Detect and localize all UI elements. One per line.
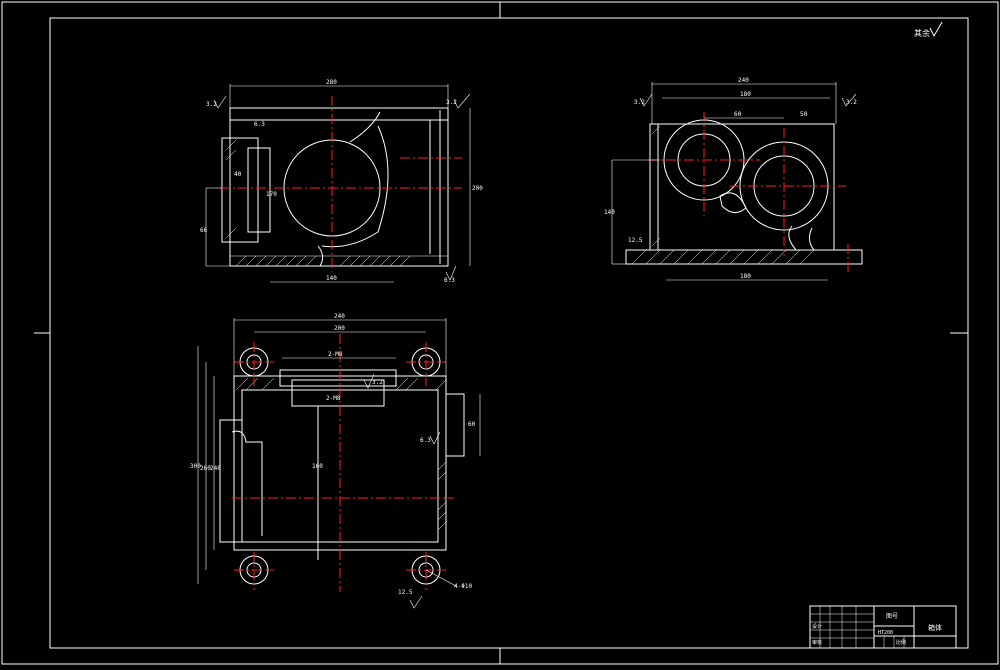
front-base-hatch-zone — [229, 255, 449, 267]
title-code: 图号 — [886, 613, 898, 620]
top-inner-width-dim: 200 — [334, 325, 345, 332]
front-view: 280 200 140 66 40 170 3.2 3.2 6.3 6.3 — [200, 79, 483, 284]
roughness-icon — [453, 93, 471, 109]
side-outline — [649, 123, 835, 251]
side-inner-width-dim: 180 — [740, 91, 751, 98]
top-hole-label-top: 2-M8 — [328, 351, 343, 358]
front-roughness-top-right: 3.2 — [446, 99, 457, 106]
top-height-mid-dim: 260 — [200, 465, 211, 472]
title-block-grid — [810, 606, 905, 648]
top-hole-label-inner: 2-M8 — [326, 395, 341, 402]
front-inner-depth-dim: 40 — [234, 171, 242, 178]
front-web-contour — [321, 111, 389, 248]
top-wall-hatch — [235, 377, 447, 531]
top-height-outer-dim: 300 — [190, 463, 201, 470]
roughness-check-icon — [929, 21, 943, 38]
title-block-frame — [809, 605, 957, 649]
front-base-hatch — [225, 139, 411, 267]
title-material: HT200 — [878, 630, 893, 636]
side-view: 240 180 60 50 140 180 3.2 3.2 12.5 — [604, 77, 863, 281]
roughness-icon — [639, 93, 653, 107]
front-roughness-side: 6.3 — [254, 121, 265, 128]
title-checker: 审核 — [812, 639, 822, 646]
roughness-icon — [213, 95, 227, 109]
top-roughness-bottom: 12.5 — [398, 589, 413, 596]
side-height-dim: 140 — [604, 209, 615, 216]
inner-frame-border — [49, 17, 969, 649]
front-roughness-bottom: 6.3 — [444, 277, 455, 284]
front-bore-dim: 170 — [266, 191, 277, 198]
front-left-recess — [247, 147, 271, 233]
top-right-dim: 60 — [468, 421, 476, 428]
top-width-dim: 240 — [334, 313, 345, 320]
top-boss — [279, 369, 397, 387]
top-view: 240 200 2-M8 2-M8 300 260 240 160 60 4-Φ… — [190, 313, 481, 609]
top-height-inner-dim: 240 — [210, 465, 221, 472]
roughness-icon — [363, 373, 375, 389]
front-bottom-dim: 140 — [326, 275, 337, 282]
top-roughness-top: 3.2 — [372, 379, 383, 386]
top-right-lug — [445, 393, 465, 457]
roughness-icon — [841, 93, 857, 107]
side-base — [625, 249, 863, 265]
side-support-foot — [788, 225, 815, 251]
side-roughness-right: 3.2 — [846, 99, 857, 106]
roughness-label: 其余 — [914, 28, 930, 38]
title-name: 箱体 — [928, 623, 942, 632]
side-base-dim: 180 — [740, 273, 751, 280]
side-offset-right-dim: 50 — [800, 111, 808, 118]
side-roughness-base: 12.5 — [628, 237, 643, 244]
side-base-hatch — [631, 125, 815, 265]
front-width-dim: 280 — [326, 79, 337, 86]
top-roughness-right: 6.3 — [420, 437, 431, 444]
front-flange-dim: 66 — [200, 227, 208, 234]
top-boss-inner — [291, 379, 385, 407]
title-block: 图号 箱体 HT200 比例 设计 审核 — [809, 605, 957, 649]
top-inner-contour — [231, 430, 263, 536]
front-left-flange — [221, 137, 259, 243]
title-designer: 设计 — [812, 623, 822, 630]
top-left-step — [219, 419, 243, 543]
front-outline — [229, 107, 449, 267]
top-hole-leader — [425, 569, 457, 587]
side-width-dim: 240 — [738, 77, 749, 84]
side-roughness-left: 3.2 — [634, 99, 645, 106]
title-scale-label: 比例 — [896, 639, 906, 646]
top-hole-callout: 4-Φ10 — [454, 583, 472, 590]
roughness-icon — [429, 431, 441, 445]
top-center-dim: 160 — [312, 463, 323, 470]
side-rib — [719, 192, 747, 213]
roughness-icon — [409, 595, 423, 609]
global-roughness-mark: 其余 — [914, 21, 943, 38]
front-roughness-top-left: 3.2 — [206, 101, 217, 108]
roughness-icon — [445, 265, 457, 281]
side-offset-left-dim: 60 — [734, 111, 742, 118]
front-height-dim: 200 — [472, 185, 483, 192]
